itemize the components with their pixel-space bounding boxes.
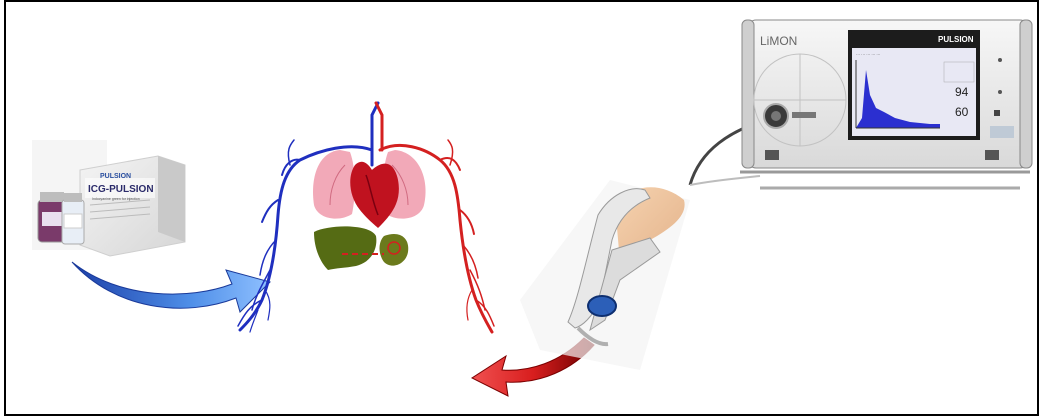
box-subtitle-label: Indocyanine green for injection — [92, 197, 140, 201]
venous-vessels — [238, 103, 378, 332]
monitor-readout-2: 60 — [955, 105, 969, 119]
svg-text:··· ··· ··· ··· ···: ··· ··· ··· ··· ··· — [856, 52, 880, 57]
finger-clip-sensor — [520, 118, 772, 370]
drug-package: PULSION ICG-PULSION Indocyanine green fo… — [32, 140, 185, 256]
intestine — [380, 234, 409, 266]
arterial-vessels — [376, 103, 494, 332]
circulation-diagram — [238, 103, 494, 332]
left-lung — [313, 150, 355, 219]
monitor-readout-1: 94 — [955, 85, 969, 99]
monitor-brand-label: PULSION — [938, 35, 974, 44]
heart — [350, 162, 399, 228]
injection-arrow — [72, 262, 270, 312]
liver — [314, 226, 376, 270]
box-product-label: ICG-PULSION — [88, 184, 154, 195]
monitor-model-label: LiMON — [760, 34, 797, 48]
box-brand-label: PULSION — [100, 173, 131, 180]
limon-monitor: LiMON PULSION ··· ··· ··· ··· ··· 94 60 — [740, 20, 1032, 188]
